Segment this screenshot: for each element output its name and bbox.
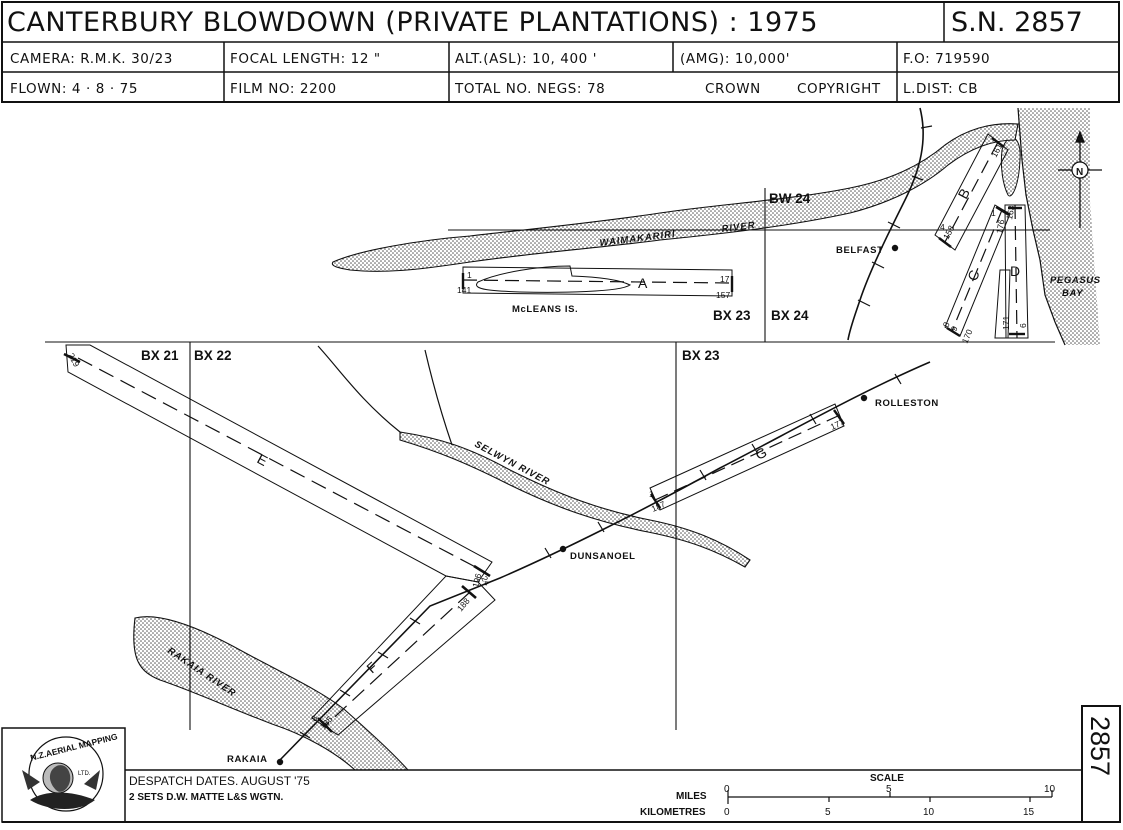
town-markers xyxy=(276,244,899,766)
place-label-rolleston: ROLLESTON xyxy=(875,398,939,409)
sheet-label-bw24: BW 24 xyxy=(769,191,811,206)
frame-number: 219 xyxy=(66,351,82,368)
map-title: CANTERBURY BLOWDOWN (PRIVATE PLANTATIONS… xyxy=(7,7,819,38)
l-dist-field: L.DIST: CB xyxy=(903,81,979,97)
survey-number: S.N. 2857 xyxy=(951,7,1083,38)
frame-number: 17 xyxy=(720,274,730,284)
scale-km-tick: 5 xyxy=(825,807,831,818)
vertical-survey-number: 2857 xyxy=(1085,716,1115,776)
altitude-asl-field: ALT.(ASL): 10, 400 ' xyxy=(455,51,598,67)
frame-number: 163 xyxy=(1004,204,1016,220)
frame-number: 176 xyxy=(994,218,1006,234)
sheet-label-bx24: BX 24 xyxy=(771,308,809,323)
place-label-dunsanoel: DUNSANOEL xyxy=(570,551,636,562)
frame-number: 1 xyxy=(467,270,472,280)
flown-field: FLOWN: 4 · 8 · 75 xyxy=(10,81,139,97)
flight-run-f xyxy=(311,575,496,736)
frame-number: 171 xyxy=(1001,316,1011,330)
frame-number: 157 xyxy=(716,290,730,300)
run-letter-f: F xyxy=(363,659,380,677)
mcleans-island xyxy=(475,265,631,293)
sheet-boundaries xyxy=(45,188,1055,730)
flight-run-b xyxy=(934,133,1009,251)
frame-number: 24 xyxy=(479,574,492,587)
north-arrow-icon xyxy=(1058,130,1102,228)
frame-number: 8 xyxy=(309,713,320,723)
scale-km-label: KILOMETRES xyxy=(640,807,706,818)
sheet-label-bx21: BX 21 xyxy=(141,348,179,363)
scale-mile-tick: 10 xyxy=(1044,784,1056,795)
scale-km-tick: 0 xyxy=(724,807,730,818)
selwyn-river xyxy=(399,431,751,568)
frame-number: 6 xyxy=(1018,323,1028,328)
focal-length-field: FOCAL LENGTH: 12 " xyxy=(230,51,381,67)
logo-sub: LTD. xyxy=(78,771,91,777)
fo-field: F.O: 719590 xyxy=(903,51,991,67)
selwyn-river-branch xyxy=(424,349,453,446)
frame-number: 4 xyxy=(940,222,945,232)
run-letter-b: B xyxy=(955,186,974,202)
coastline xyxy=(1017,107,1066,346)
frame-number: 8 xyxy=(941,320,952,329)
copyright-field: COPYRIGHT xyxy=(797,81,881,97)
header-grid xyxy=(1,1,1120,103)
rakaia-river xyxy=(133,616,410,771)
place-label-mcleans-is: McLEANS IS. xyxy=(512,304,578,315)
sheet-label-bx23-south: BX 23 xyxy=(682,348,720,363)
flight-run-d-companion xyxy=(994,269,1011,339)
run-letter-g: G xyxy=(753,444,769,463)
camera-field: CAMERA: R.M.K. 30/23 xyxy=(10,51,173,67)
place-label-bay: BAY xyxy=(1062,288,1084,299)
railway-ticks xyxy=(299,125,933,739)
scale-km-tick: 15 xyxy=(1023,807,1035,818)
scale-miles-label: MILES xyxy=(676,791,707,802)
flight-run-a xyxy=(461,266,734,297)
run-letter-c: C xyxy=(964,268,983,284)
run-letter-e: E xyxy=(255,451,271,470)
altitude-amg-field: (AMG): 10,000' xyxy=(680,51,791,67)
despatch-dates: DESPATCH DATES. AUGUST '75 xyxy=(129,774,310,788)
scale-title: SCALE xyxy=(870,773,904,784)
run-letter-d: D xyxy=(1010,263,1020,279)
despatch-sets: 2 SETS D.W. MATTE L&S WGTN. xyxy=(129,792,283,803)
frame-number: 9 xyxy=(949,324,960,333)
flight-run-e xyxy=(63,344,493,583)
frame-number: 196 xyxy=(470,572,483,588)
river-label-river: RIVER xyxy=(721,220,756,235)
film-no-field: FILM NO: 2200 xyxy=(230,81,337,97)
crown-field: CROWN xyxy=(705,81,761,97)
selwyn-river-tributary xyxy=(317,345,401,433)
place-label-pegasus: PEGASUS xyxy=(1050,275,1101,286)
frame-number: 188 xyxy=(455,596,472,614)
frame-number: 187 xyxy=(650,499,667,514)
sheet-label-bx23-north: BX 23 xyxy=(713,308,751,323)
nz-aerial-mapping-logo: N.Z.AERIAL MAPPING LTD. xyxy=(22,731,119,812)
place-label-rakaia: RAKAIA xyxy=(227,754,268,765)
waimakariri-river xyxy=(331,123,1019,272)
flight-run-g xyxy=(649,403,845,511)
frame-number: 1 xyxy=(991,208,996,218)
frame-number: 1 xyxy=(649,489,654,499)
frame-number: 141 xyxy=(457,285,471,295)
sheet-label-bx22: BX 22 xyxy=(194,348,232,363)
place-label-belfast: BELFAST xyxy=(836,245,883,256)
total-negs-field: TOTAL NO. NEGS: 78 xyxy=(455,81,606,97)
north-label: N xyxy=(1076,167,1083,178)
pegasus-bay-sea xyxy=(1018,108,1100,345)
scale-mile-tick: 5 xyxy=(886,784,892,795)
scale-bar xyxy=(727,790,1053,804)
scale-km-tick: 10 xyxy=(923,807,935,818)
flight-run-d xyxy=(1004,204,1029,339)
run-letter-a: A xyxy=(638,275,648,291)
railway-lines xyxy=(277,107,931,763)
scale-mile-tick: 0 xyxy=(724,784,730,795)
footer-grid xyxy=(1,705,1121,823)
